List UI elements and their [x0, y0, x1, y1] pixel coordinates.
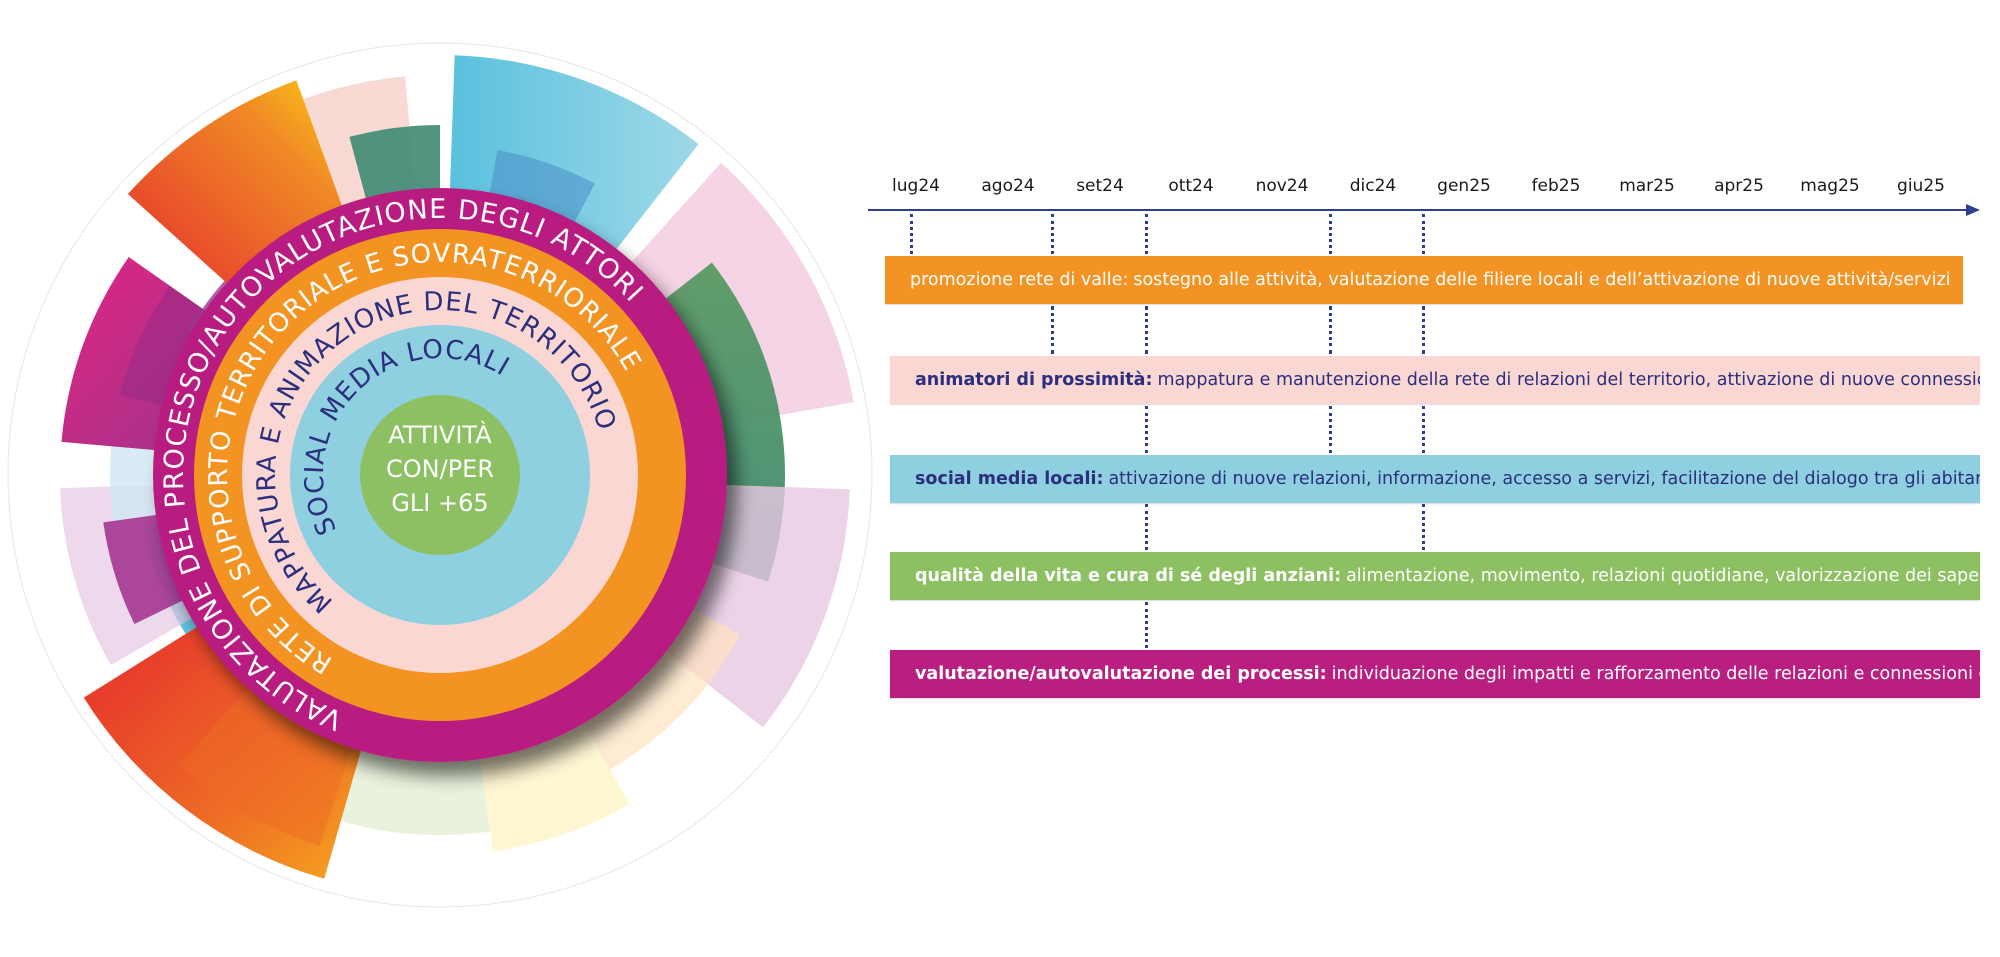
milestone-dots-dic24	[1329, 214, 1332, 254]
outer-guide-circle	[7, 42, 873, 908]
month-label: giu25	[1897, 176, 1945, 196]
activity-title: promozione rete di valle:	[910, 270, 1128, 290]
milestone-dots-ott24	[1145, 214, 1148, 254]
center-label-line-3: GLI +65	[391, 489, 488, 517]
activity-bar-promozione-rete: promozione rete di valle: sostegno alle …	[885, 256, 1963, 304]
milestone-dots-ott24	[1145, 306, 1148, 354]
milestone-dots-ott24	[1145, 602, 1148, 648]
month-label: nov24	[1255, 176, 1309, 196]
activity-title-text: promozione rete di valle	[910, 270, 1123, 290]
activity-title: valutazione/autovalutazione dei processi…	[915, 664, 1327, 684]
activity-description: individuazione degli impatti e rafforzam…	[1331, 664, 1980, 684]
month-label: lug24	[892, 176, 940, 196]
decorative-petals	[60, 55, 854, 879]
milestone-dots-ott24	[1145, 406, 1148, 453]
milestone-dots-gen25	[1422, 214, 1425, 254]
month-label: gen25	[1437, 176, 1491, 196]
activity-title: social media locali:	[915, 469, 1104, 489]
milestone-dots-dic24	[1329, 406, 1332, 453]
activity-title: qualità della vita e cura di sé degli an…	[915, 566, 1342, 586]
timeline: lug24 ago24 set24 ott24 nov24 dic24 gen2…	[860, 0, 2000, 957]
activity-description: attivazione di nuove relazioni, informaz…	[1108, 469, 1980, 489]
activity-bar-animatori: animatori di prossimità: mappatura e man…	[890, 356, 1980, 404]
activities-wheel: VALUTAZIONE DEL PROCESSO/AUTOVALUTAZIONE…	[7, 42, 873, 908]
arrow-right-icon	[1966, 204, 1980, 216]
milestone-dots-dic24	[1329, 306, 1332, 354]
month-label: feb25	[1531, 176, 1581, 196]
milestone-dots-gen25	[1422, 504, 1425, 550]
activity-bar-qualita-vita: qualità della vita e cura di sé degli an…	[890, 552, 1980, 600]
month-label: dic24	[1349, 176, 1397, 196]
activity-bar-social-media: social media locali: attivazione di nuov…	[890, 455, 1980, 503]
milestone-dots-set24	[1051, 306, 1054, 354]
milestone-dots-set24	[1051, 214, 1054, 254]
month-label: mag25	[1800, 176, 1860, 196]
milestone-dots-gen25	[1422, 406, 1425, 453]
petal-peach	[570, 597, 741, 770]
time-axis	[868, 209, 1968, 211]
month-label: ago24	[981, 176, 1035, 196]
milestone-dots-ott24	[1145, 504, 1148, 550]
activity-title: animatori di prossimità:	[915, 370, 1153, 390]
activity-description: sostegno alle attività, valutazione dell…	[1133, 270, 1951, 290]
milestone-dots-gen25	[1422, 306, 1425, 354]
center-label-line-2: CON/PER	[386, 455, 494, 483]
activity-bar-valutazione: valutazione/autovalutazione dei processi…	[890, 650, 1980, 698]
center-label-line-1: ATTIVITÀ	[388, 420, 492, 449]
month-label: mar25	[1619, 176, 1675, 196]
center-label: ATTIVITÀ CON/PER GLI +65	[386, 420, 494, 517]
milestone-dots-lug24	[910, 214, 913, 254]
month-label: ott24	[1168, 176, 1214, 196]
month-label: set24	[1076, 176, 1124, 196]
activity-description: alimentazione, movimento, relazioni quot…	[1346, 566, 1980, 586]
center-circle	[360, 395, 520, 555]
activity-title-separator: :	[1122, 270, 1129, 290]
month-label: apr25	[1714, 176, 1764, 196]
activity-description: mappatura e manutenzione della rete di r…	[1157, 370, 1980, 390]
